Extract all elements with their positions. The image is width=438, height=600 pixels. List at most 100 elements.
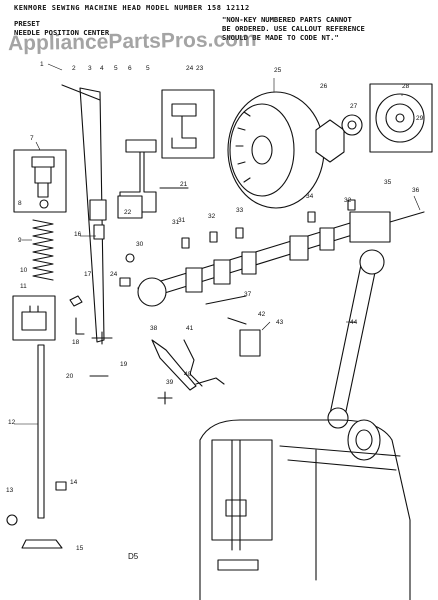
rod-top bbox=[61, 84, 101, 101]
link-41 bbox=[183, 339, 203, 387]
callout-8: 8 bbox=[18, 200, 22, 207]
lever-40 bbox=[195, 377, 225, 385]
callout-3: 3 bbox=[88, 65, 92, 72]
screw-19 bbox=[91, 331, 113, 345]
clutch-plate-26 bbox=[315, 119, 345, 163]
callout-12: 12 bbox=[8, 419, 16, 426]
connecting-rod-44 bbox=[329, 257, 379, 417]
callout-15: 15 bbox=[76, 545, 84, 552]
callout-19: 19 bbox=[120, 361, 128, 368]
callout-29: 29 bbox=[416, 115, 424, 122]
callout-4: 4 bbox=[100, 65, 104, 72]
preset-note: PRESET NEEDLE POSITION CENTER bbox=[14, 19, 109, 37]
non-key-note-line2: BE ORDERED. USE CALLOUT REFERENCE bbox=[222, 24, 365, 33]
callout-40: 40 bbox=[184, 371, 192, 378]
bracket-43 bbox=[239, 329, 261, 357]
foot-lower bbox=[217, 559, 259, 571]
thread-guide-box bbox=[12, 295, 56, 341]
needle-bar-block bbox=[93, 224, 105, 240]
lever-box bbox=[161, 89, 215, 159]
preset-note-line2: NEEDLE POSITION CENTER bbox=[14, 28, 110, 37]
callout-24: 24 bbox=[186, 65, 194, 72]
lever-23 bbox=[171, 103, 197, 149]
callout-38: 38 bbox=[150, 325, 158, 332]
leader-7 bbox=[35, 141, 41, 151]
guide-18 bbox=[75, 317, 85, 335]
callout-28: 28 bbox=[402, 83, 410, 90]
needle-bar-12 bbox=[37, 344, 45, 519]
bushing-left bbox=[137, 277, 167, 307]
callout-35: 35 bbox=[384, 179, 392, 186]
callout-22: 22 bbox=[124, 209, 132, 216]
screw-32 bbox=[209, 231, 218, 243]
callout-25: 25 bbox=[274, 67, 282, 74]
pin-42 bbox=[227, 317, 247, 325]
rod-bottom-eye bbox=[327, 407, 349, 429]
screw-30 bbox=[125, 253, 135, 263]
callout-6: 6 bbox=[128, 65, 132, 72]
callout-13: 13 bbox=[6, 487, 14, 494]
non-key-note: "NON-KEY NUMBERED PARTS CANNOT BE ORDERE… bbox=[222, 15, 365, 42]
watermark: AppliancePartsPros.com bbox=[7, 27, 257, 56]
clutch-washer-27 bbox=[341, 114, 363, 136]
callout-30: 30 bbox=[136, 241, 144, 248]
clutch-washer-27-hole bbox=[347, 120, 357, 130]
callout-36: 36 bbox=[412, 187, 420, 194]
diagram-title: KENMORE SEWING MACHINE HEAD MODEL NUMBER… bbox=[14, 4, 250, 12]
callout-26: 26 bbox=[320, 83, 328, 90]
spring-9 bbox=[32, 219, 54, 281]
screw-32b bbox=[347, 199, 356, 211]
thread-guide-17 bbox=[69, 295, 83, 307]
page-code: D5 bbox=[128, 552, 139, 561]
callout-33: 33 bbox=[236, 207, 244, 214]
handwheel-ridges bbox=[235, 111, 251, 183]
callout-44: 44 bbox=[350, 319, 358, 326]
screw-34 bbox=[307, 211, 316, 223]
screw-31 bbox=[181, 237, 190, 249]
tension-knob bbox=[31, 156, 55, 198]
washer-8 bbox=[39, 199, 49, 209]
callout-1: 1 bbox=[40, 61, 44, 68]
callout-41: 41 bbox=[186, 325, 194, 332]
rod-top-eye bbox=[359, 249, 385, 275]
callout-18: 18 bbox=[72, 339, 80, 346]
callout-2: 2 bbox=[72, 65, 76, 72]
handwheel-hub bbox=[251, 135, 273, 165]
stop-knob-inner bbox=[385, 103, 415, 133]
cam-blocks bbox=[185, 227, 335, 293]
callout-39: 39 bbox=[166, 379, 174, 386]
shaft-bushing-35 bbox=[349, 211, 391, 243]
presser-foot-15 bbox=[21, 539, 63, 549]
callout-23: 23 bbox=[196, 65, 204, 72]
machine-head bbox=[211, 439, 273, 541]
leader-1 bbox=[47, 63, 63, 71]
callout-5: 5 bbox=[146, 65, 150, 72]
callout-16: 16 bbox=[74, 231, 82, 238]
callout-32: 32 bbox=[208, 213, 216, 220]
screw-38 bbox=[157, 391, 173, 405]
callout-31: 31 bbox=[178, 217, 186, 224]
leader-36 bbox=[413, 195, 421, 211]
callout-5: 5 bbox=[114, 65, 118, 72]
non-key-note-line3: SHOULD BE MADE TO CODE NT." bbox=[222, 33, 339, 42]
stop-knob-box bbox=[369, 83, 433, 153]
shaft-end-36 bbox=[389, 211, 425, 223]
bobbin-rod bbox=[279, 445, 401, 471]
callout-21: 21 bbox=[180, 181, 188, 188]
stop-knob-28 bbox=[375, 93, 425, 143]
callout-7: 7 bbox=[30, 135, 34, 142]
handwheel-face bbox=[229, 103, 295, 197]
needle-bar-bracket bbox=[89, 199, 107, 221]
callout-17: 17 bbox=[84, 271, 92, 278]
screw-33 bbox=[235, 227, 244, 239]
spring-37 bbox=[205, 295, 247, 305]
needle-assembly bbox=[225, 439, 247, 551]
preset-note-line1: PRESET bbox=[14, 19, 40, 28]
thread-tension-inner bbox=[355, 429, 373, 451]
thread-guide bbox=[21, 305, 47, 331]
machine-body bbox=[199, 419, 411, 600]
callout-20: 20 bbox=[66, 373, 74, 380]
callout-24: 24 bbox=[110, 271, 118, 278]
